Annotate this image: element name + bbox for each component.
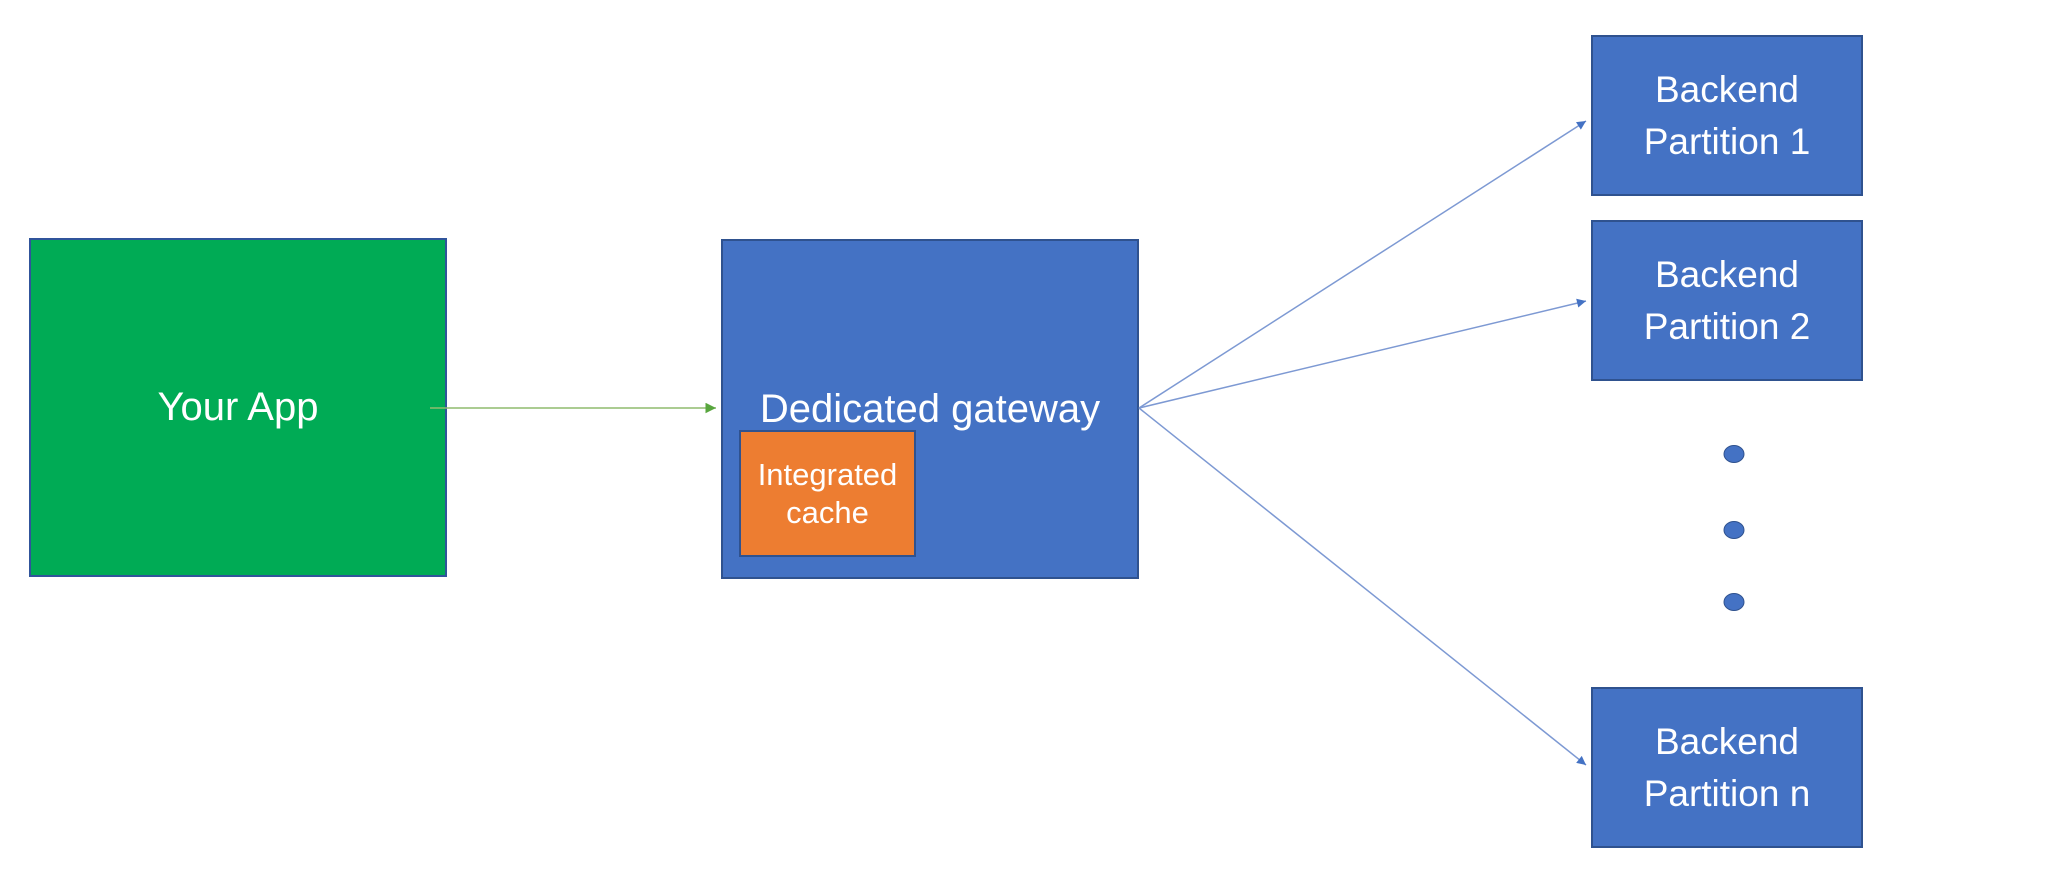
node-your-app: Your App [29,238,447,577]
ellipsis-dot [1723,445,1745,463]
ellipsis-dot [1723,593,1745,611]
node-backend-partition-1: Backend Partition 1 [1591,35,1863,196]
your-app-label: Your App [157,385,319,429]
node-integrated-cache: Integrated cache [739,430,916,557]
backend-partition-n-label: Backend Partition n [1643,720,1811,814]
connector-gateway-to-partition-n [1138,407,1587,766]
ellipsis-dot [1723,521,1745,539]
node-backend-partition-2: Backend Partition 2 [1591,220,1863,381]
node-backend-partition-n: Backend Partition n [1591,687,1863,848]
integrated-cache-label: Integrated cache [757,456,898,530]
connector-gateway-to-partition-2 [1138,298,1587,409]
dedicated-gateway-label: Dedicated gateway [759,386,1101,431]
connector-gateway-to-partition-1 [1138,120,1587,409]
backend-partition-1-label: Backend Partition 1 [1643,68,1811,162]
backend-partition-2-label: Backend Partition 2 [1643,253,1811,347]
